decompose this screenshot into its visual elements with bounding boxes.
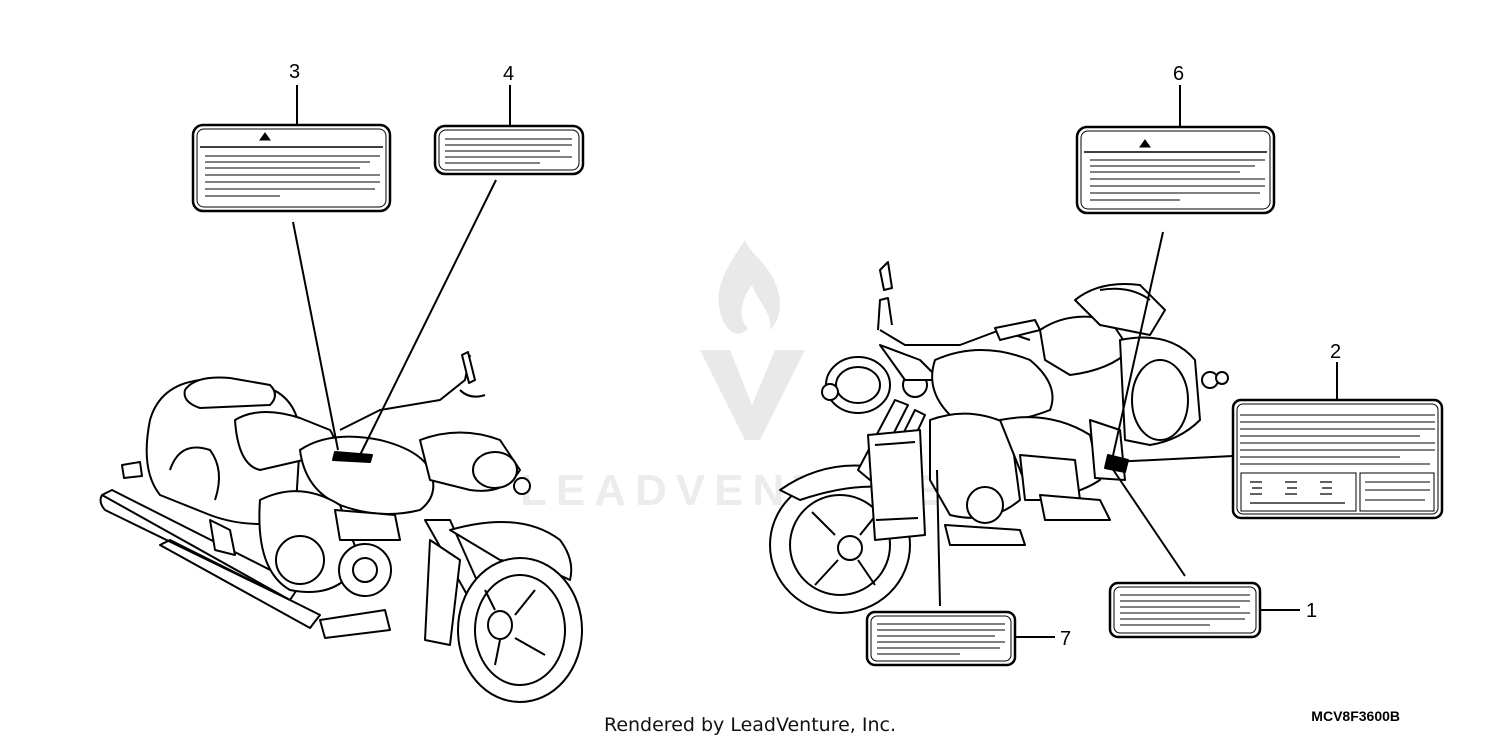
label-7 <box>865 610 1017 667</box>
callout-6: 6 <box>1173 63 1184 85</box>
motorcycle-right-illustration <box>769 261 1229 614</box>
leader-lines <box>292 85 1338 638</box>
callout-4: 4 <box>503 63 514 85</box>
motorcycle-left-illustration <box>99 351 583 703</box>
label-4 <box>433 124 585 176</box>
diagram-code: MCV8F3600B <box>1311 708 1400 724</box>
callout-3: 3 <box>289 61 300 83</box>
callout-1: 1 <box>1306 600 1317 622</box>
callout-7: 7 <box>1060 628 1071 650</box>
warning-triangle-icon <box>1139 139 1151 148</box>
label-6-warning <box>1075 125 1276 215</box>
rendered-by-footer: Rendered by LeadVenture, Inc. <box>603 714 897 736</box>
label-3-warning <box>191 123 392 213</box>
label-1 <box>1108 581 1262 639</box>
callout-2: 2 <box>1330 341 1341 363</box>
warning-triangle-icon <box>259 132 271 141</box>
label-2-info <box>1231 398 1444 520</box>
callout-numbers: 3 4 6 2 1 7 <box>289 61 1341 650</box>
